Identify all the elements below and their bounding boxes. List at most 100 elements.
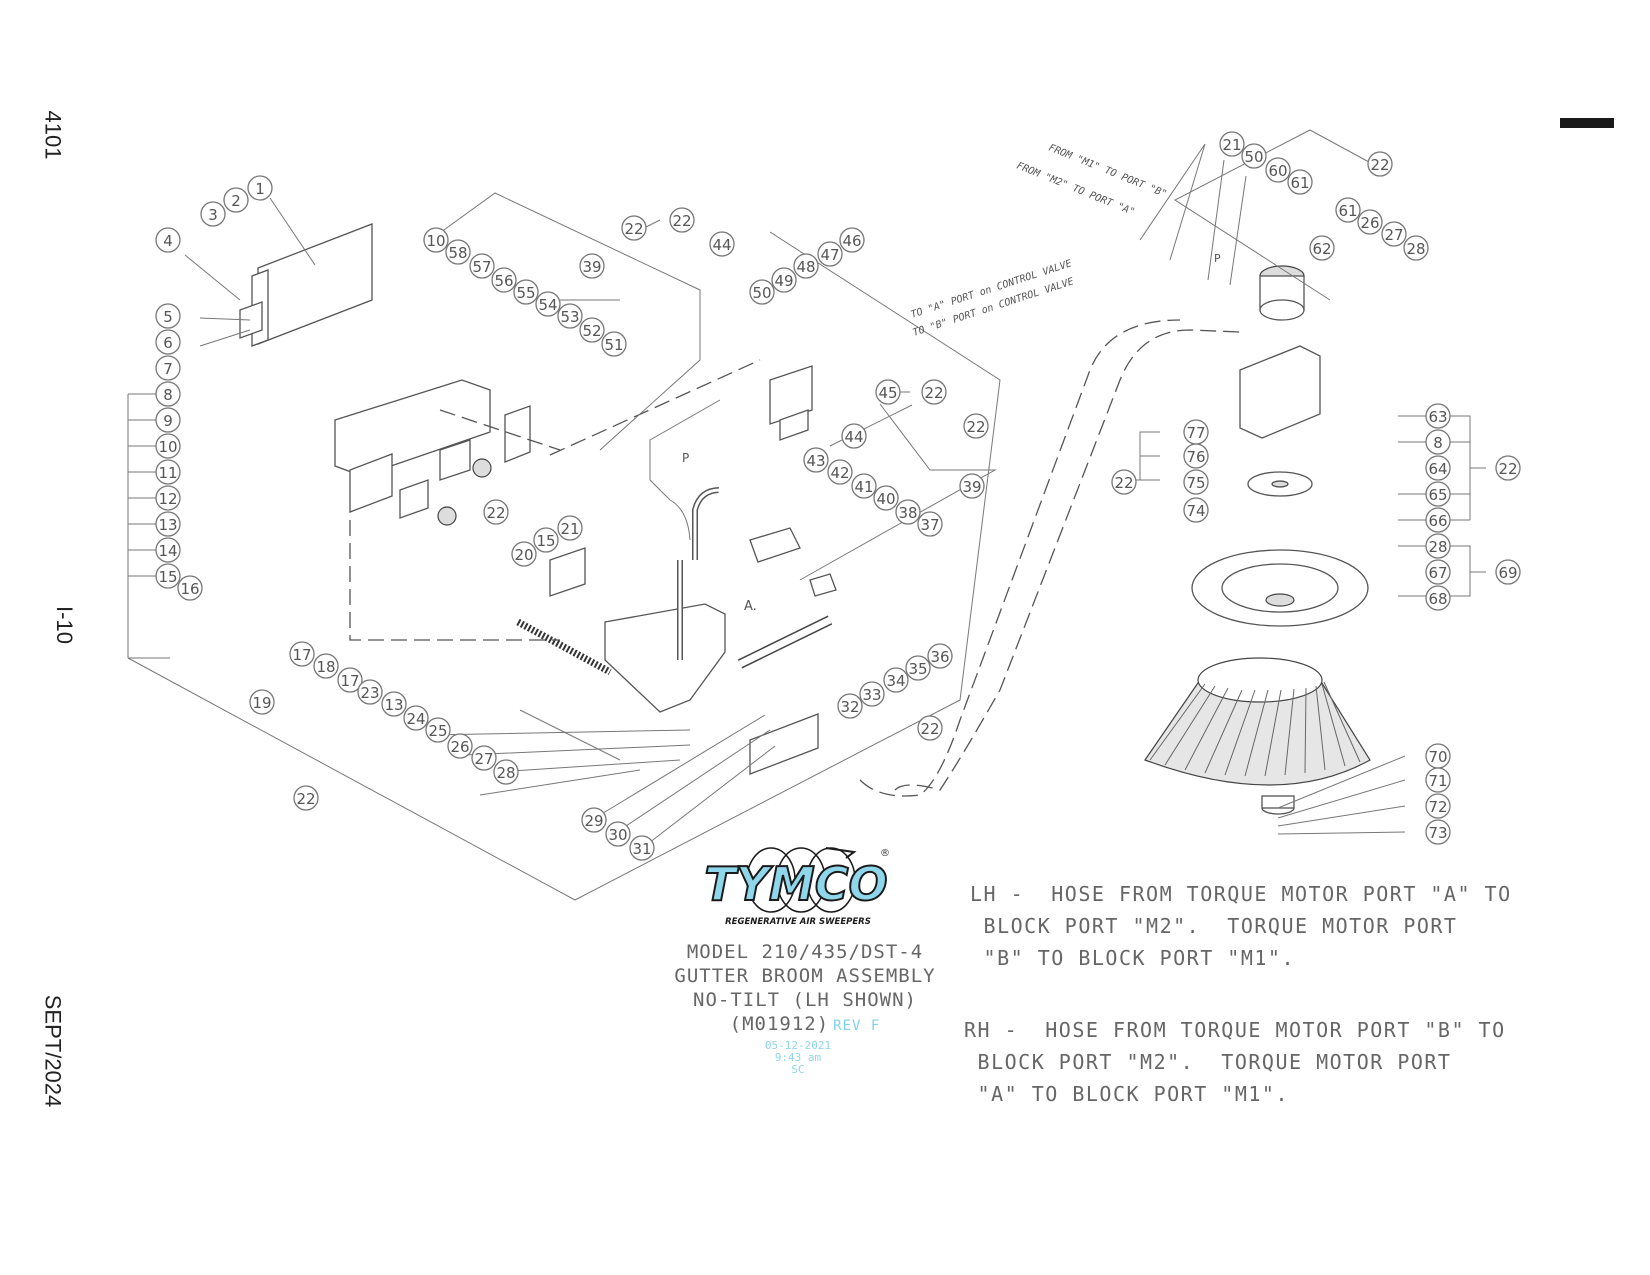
revision-stamp: 05-12-2021 9:43 am SC — [748, 1040, 848, 1076]
balloon-number: 32 — [840, 698, 859, 716]
part-balloon-b43: 43 — [803, 447, 829, 473]
part-balloon-b12: 12 — [155, 485, 181, 511]
hydraulic-cylinder — [737, 615, 833, 669]
lh-hose-note: LH - HOSE FROM TORQUE MOTOR PORT "A" TO … — [970, 882, 1512, 970]
revision-label: REV F — [833, 1018, 881, 1034]
part-balloon-b16: 16 — [177, 575, 203, 601]
title-line-1: MODEL 210/435/DST-4 — [686, 941, 924, 963]
balloon-circle — [155, 459, 181, 485]
balloon-circle — [895, 499, 921, 525]
part-balloon-b42: 42 — [827, 459, 853, 485]
balloon-number: 41 — [854, 478, 873, 496]
part-balloon-b7: 7 — [155, 355, 181, 381]
balloon-circle — [709, 231, 735, 257]
broom-hub — [1247, 471, 1313, 497]
balloon-number: 27 — [474, 750, 493, 768]
balloon-circle — [875, 379, 901, 405]
main-plate — [334, 379, 531, 513]
part-balloon-b19: 19 — [249, 689, 275, 715]
part-balloon-b22c: 22 — [921, 379, 947, 405]
balloon-circle — [803, 447, 829, 473]
part-balloon-b24: 24 — [403, 705, 429, 731]
balloon-circle — [1183, 469, 1209, 495]
part-number-row: (M01912)REV F — [640, 1012, 970, 1038]
balloon-circle — [1183, 497, 1209, 523]
balloon-number: 62 — [1312, 240, 1331, 258]
balloon-number: 58 — [448, 244, 467, 262]
part-balloon-b17b: 17 — [337, 667, 363, 693]
balloon-number: 9 — [163, 412, 173, 430]
balloon-number: 63 — [1428, 408, 1447, 426]
balloon-circle — [963, 413, 989, 439]
part-balloon-b62: 62 — [1309, 235, 1335, 261]
balloon-number: 18 — [316, 658, 335, 676]
balloon-circle — [557, 303, 583, 329]
balloon-number: 22 — [624, 220, 643, 238]
balloon-number: 44 — [712, 236, 731, 254]
part-balloon-b17a: 17 — [289, 641, 315, 667]
balloon-number: 4 — [163, 232, 173, 250]
part-balloon-b8: 8 — [155, 381, 181, 407]
balloon-circle — [605, 821, 631, 847]
part-balloon-b65: 65 — [1425, 481, 1451, 507]
balloon-circle — [469, 253, 495, 279]
balloon-circle — [289, 641, 315, 667]
balloon-number: 36 — [930, 648, 949, 666]
balloon-circle — [337, 667, 363, 693]
part-balloon-b14: 14 — [155, 537, 181, 563]
part-balloon-b36: 36 — [927, 643, 953, 669]
part-balloon-b51: 51 — [601, 331, 627, 357]
balloon-circle — [927, 643, 953, 669]
part-balloon-b61a: 61 — [1287, 169, 1313, 195]
balloon-number: 22 — [672, 212, 691, 230]
part-balloon-b2: 2 — [223, 187, 249, 213]
part-balloon-b34: 34 — [883, 667, 909, 693]
balloon-circle — [1425, 767, 1451, 793]
balloon-number: 33 — [862, 686, 881, 704]
part-balloon-b76: 76 — [1183, 443, 1209, 469]
balloon-circle — [1403, 235, 1429, 261]
balloon-number: 8 — [163, 386, 173, 404]
balloon-number: 67 — [1428, 564, 1447, 582]
part-balloon-b29: 29 — [581, 807, 607, 833]
balloon-circle — [1425, 559, 1451, 585]
balloon-circle — [155, 329, 181, 355]
balloon-number: 45 — [878, 384, 897, 402]
lower-bracket — [749, 713, 819, 775]
part-balloon-b37: 37 — [917, 511, 943, 537]
callout-a: A. — [744, 599, 757, 614]
balloon-circle — [491, 267, 517, 293]
balloon-number: 56 — [494, 272, 513, 290]
part-balloon-b50b: 50 — [1241, 143, 1267, 169]
part-balloon-b61b: 61 — [1335, 197, 1361, 223]
part-balloon-b66: 66 — [1425, 507, 1451, 533]
balloon-number: 70 — [1428, 748, 1447, 766]
dashed-guide-2 — [439, 409, 561, 451]
balloon-number: 55 — [516, 284, 535, 302]
part-balloon-b35: 35 — [905, 655, 931, 681]
mount-bracket — [239, 223, 373, 347]
balloon-circle — [313, 653, 339, 679]
balloon-circle — [155, 537, 181, 563]
control-valve-block — [769, 365, 813, 441]
part-balloon-b22f: 22 — [293, 785, 319, 811]
balloon-circle — [917, 715, 943, 741]
balloon-circle — [403, 705, 429, 731]
balloon-number: 28 — [496, 764, 515, 782]
title-line-3: NO-TILT (LH SHOWN) — [693, 989, 917, 1011]
balloon-circle — [155, 433, 181, 459]
balloon-circle — [921, 379, 947, 405]
balloon-circle — [155, 303, 181, 329]
logo-registered-mark: ® — [880, 848, 890, 859]
balloon-circle — [837, 693, 863, 719]
balloon-circle — [959, 473, 985, 499]
balloon-circle — [1265, 157, 1291, 183]
part-balloon-b21a: 21 — [557, 515, 583, 541]
balloon-circle — [357, 679, 383, 705]
part-balloon-b6: 6 — [155, 329, 181, 355]
balloon-circle — [1425, 481, 1451, 507]
balloon-number: 39 — [962, 478, 981, 496]
part-balloon-b23: 23 — [357, 679, 383, 705]
balloon-number: 44 — [844, 428, 863, 446]
part-balloon-b13: 13 — [155, 511, 181, 537]
